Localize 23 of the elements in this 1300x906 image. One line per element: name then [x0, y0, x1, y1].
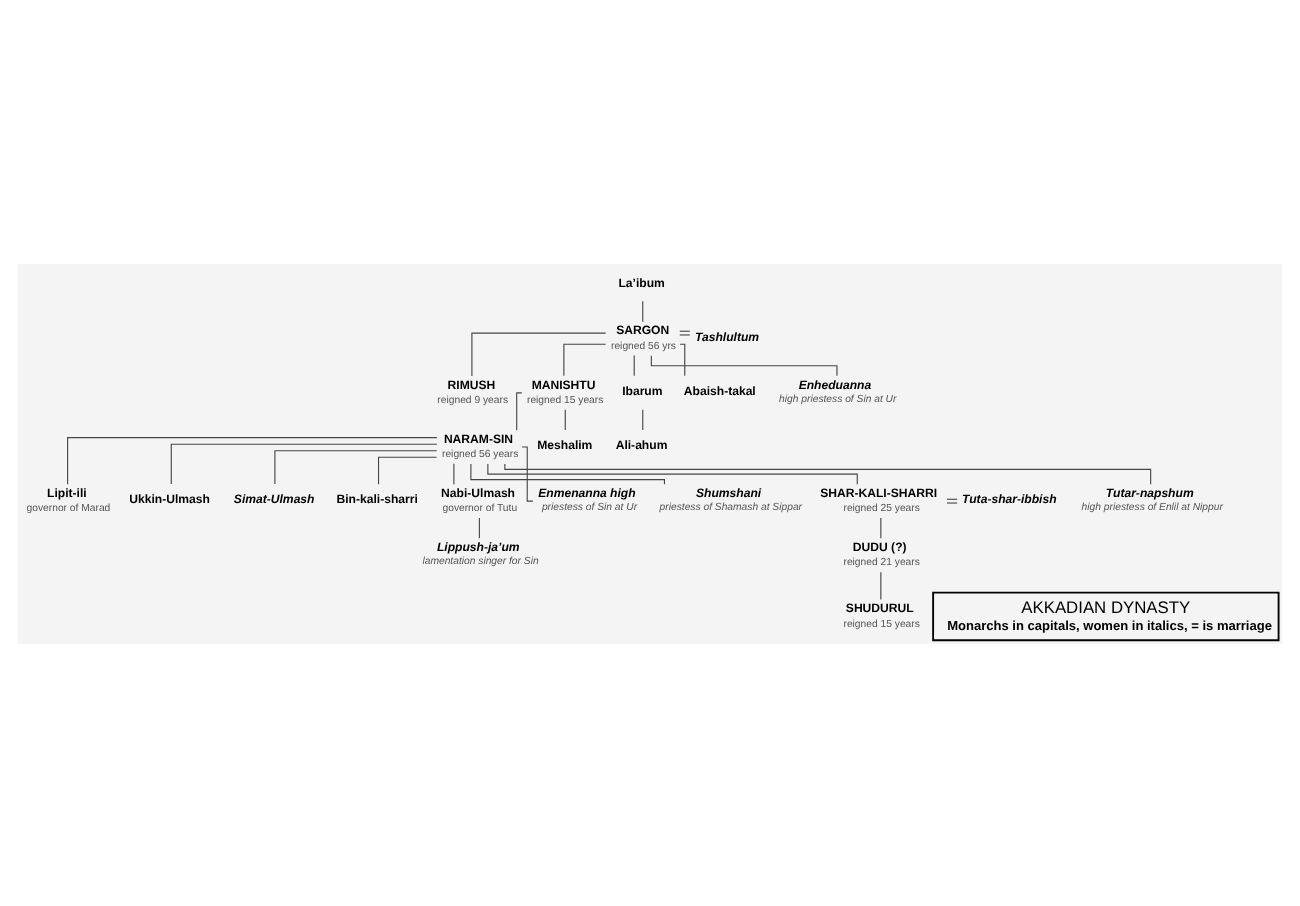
connector — [642, 408, 644, 430]
connector — [516, 391, 523, 430]
connector — [563, 342, 607, 376]
connector — [470, 462, 666, 484]
connector — [633, 353, 635, 376]
connector — [880, 516, 882, 538]
connector — [679, 342, 686, 376]
connector — [504, 462, 1152, 484]
connector — [650, 354, 838, 376]
connector — [378, 455, 438, 484]
connector — [274, 449, 438, 484]
connector — [679, 329, 691, 335]
connector — [521, 445, 534, 501]
connector — [642, 299, 644, 322]
connector — [487, 462, 858, 484]
connector — [946, 497, 958, 503]
connector — [564, 408, 566, 430]
connector — [471, 331, 607, 376]
connector — [67, 436, 438, 484]
connector — [453, 462, 455, 484]
connector — [880, 570, 882, 600]
connector — [170, 442, 438, 484]
connector — [478, 516, 480, 538]
